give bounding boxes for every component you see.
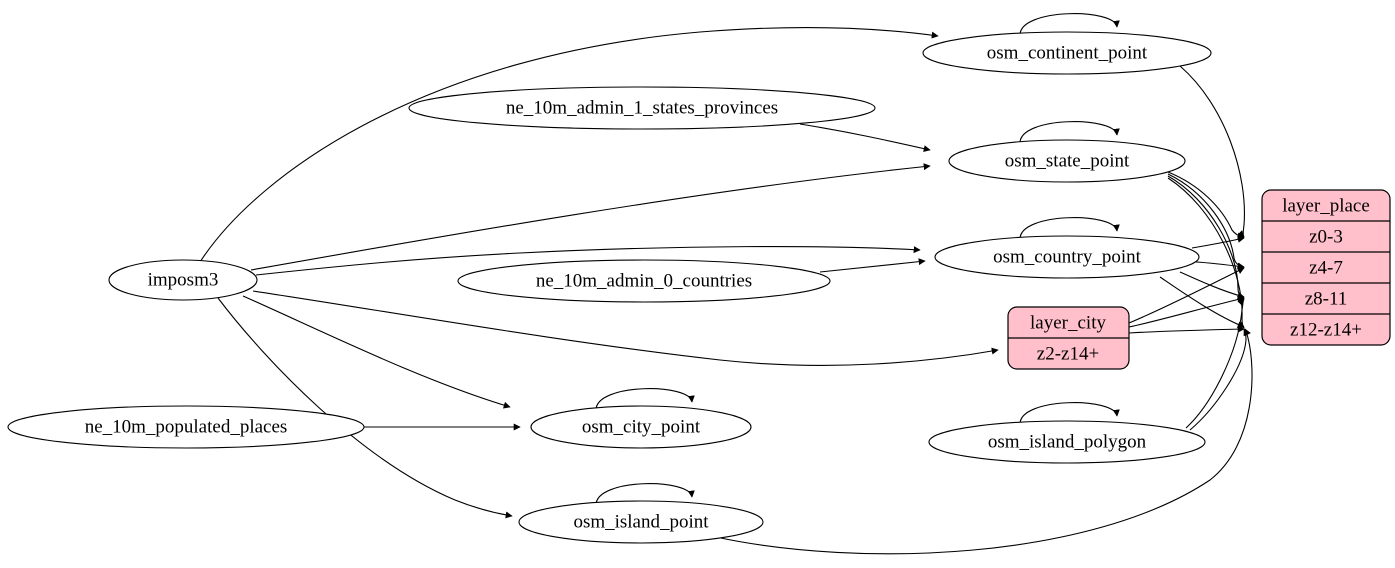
edge-osm_continent_point-to-z0-3: [1179, 65, 1245, 238]
node-ne_10m_admin_0_countries[interactable]: ne_10m_admin_0_countries: [457, 259, 831, 303]
edge-imposm3-to-osm_continent_point: [199, 27, 939, 263]
edge-osm_country_point-to-z8-11: [1179, 271, 1245, 299]
node-label-osm_country_point: osm_country_point: [993, 246, 1141, 267]
record-layer_place-row-z0-3[interactable]: z0-3: [1309, 226, 1343, 247]
edge-osm_country_point-to-z12-z14: [1159, 276, 1245, 328]
node-label-osm_island_point: osm_island_point: [573, 511, 709, 532]
selfloop-osm_country_point: [1019, 217, 1120, 240]
selfloop-osm_island_polygon: [1019, 402, 1120, 425]
edge-layer_city-to-z8-11: [1128, 296, 1245, 328]
node-label-imposm3: imposm3: [148, 269, 219, 290]
record-layer_place-title: layer_place: [1282, 195, 1370, 216]
edge-imposm3-to-osm_country_point: [255, 246, 921, 276]
record-layer_city-row-z2-z14[interactable]: z2-z14+: [1037, 343, 1099, 364]
node-label-osm_continent_point: osm_continent_point: [987, 42, 1148, 63]
node-osm_continent_point[interactable]: osm_continent_point: [922, 31, 1212, 75]
selfloop-osm_island_point: [595, 483, 695, 506]
edge-imposm3-to-osm_city_point: [242, 295, 511, 409]
selfloop-osm_city_point: [595, 388, 695, 411]
node-layer: imposm3 ne_10m_admin_1_states_provinces …: [7, 31, 1212, 544]
node-label-ne_10m_populated_places: ne_10m_populated_places: [85, 416, 288, 437]
edge-osm_country_point-to-z4-7: [1195, 261, 1245, 270]
node-label-ne_10m_admin_1_states_provinces: ne_10m_admin_1_states_provinces: [506, 97, 778, 118]
node-osm_island_point[interactable]: osm_island_point: [518, 500, 764, 544]
edge-layer_city-to-z4-7: [1128, 267, 1245, 324]
node-label-ne_10m_admin_0_countries: ne_10m_admin_0_countries: [536, 270, 752, 291]
node-ne_10m_admin_1_states_provinces[interactable]: ne_10m_admin_1_states_provinces: [408, 86, 876, 130]
edge-osm_island_point-to-z12-z14: [715, 328, 1253, 555]
selfloop-osm_state_point: [1019, 121, 1120, 144]
edge-layer_city-to-z12-z14: [1128, 325, 1245, 334]
edge-layer: [199, 13, 1253, 555]
record-layer_place-row-z12-z14[interactable]: z12-z14+: [1290, 319, 1362, 340]
node-osm_island_polygon[interactable]: osm_island_polygon: [928, 420, 1206, 464]
edge-osm_island_polygon-to-z8-11: [1185, 298, 1245, 429]
record-layer_place-row-z4-7[interactable]: z4-7: [1309, 257, 1343, 278]
node-label-osm_city_point: osm_city_point: [582, 416, 701, 437]
node-label-osm_state_point: osm_state_point: [1005, 150, 1130, 171]
edge-imposm3-to-osm_state_point: [250, 163, 931, 271]
edge-imposm3-to-layer_city: [252, 290, 999, 366]
edge-ne_admin_1-to-osm_state_point: [799, 123, 931, 153]
node-label-osm_island_polygon: osm_island_polygon: [988, 431, 1147, 452]
selfloop-osm_continent_point: [1019, 13, 1120, 36]
edge-osm_state_point-to-z8-11: [1167, 175, 1245, 300]
node-osm_city_point[interactable]: osm_city_point: [530, 405, 752, 449]
edge-osm_country_point-to-z0-3: [1191, 235, 1245, 249]
edge-imposm3-to-osm_island_point: [217, 297, 513, 519]
record-layer_city-title: layer_city: [1030, 312, 1106, 333]
record-layer: layer_place z0-3 z4-7 z8-11 z12-z14+ lay…: [1007, 189, 1391, 370]
edge-osm_state_point-to-z0-3: [1167, 171, 1245, 240]
node-osm_country_point[interactable]: osm_country_point: [934, 235, 1200, 279]
node-imposm3[interactable]: imposm3: [108, 259, 258, 301]
node-osm_state_point[interactable]: osm_state_point: [948, 139, 1186, 183]
node-ne_10m_populated_places[interactable]: ne_10m_populated_places: [7, 405, 365, 449]
record-layer_place[interactable]: layer_place z0-3 z4-7 z8-11 z12-z14+: [1261, 189, 1391, 346]
edge-ne_admin_0-to-osm_country_point: [819, 258, 926, 273]
record-layer_city[interactable]: layer_city z2-z14+: [1007, 306, 1130, 370]
record-layer_place-row-z8-11[interactable]: z8-11: [1305, 288, 1348, 309]
